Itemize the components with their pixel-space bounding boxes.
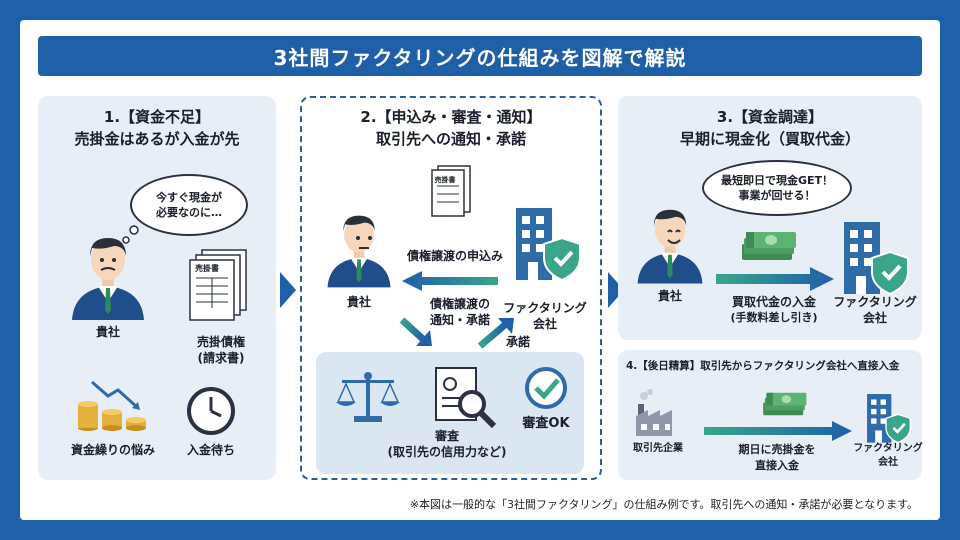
invoice-label-line2: (請求書) <box>197 351 245 365</box>
footnote: ※本図は一般的な「3社間ファクタリング」の仕組み例です。取引先への通知・承諾が必… <box>409 498 918 511</box>
bubble-text: 今すぐ現金が 必要なのに… <box>156 191 222 219</box>
review-ok-label: 審査OK <box>522 416 570 431</box>
bubble-text-happy: 最短即日で現金GET！ 事業が回せる！ <box>720 174 834 202</box>
panel-funding-shortage: 1.【資金不足】 売掛金はあるが入金が先 今すぐ現金が 必要なのに… 貴社 売掛… <box>38 96 276 480</box>
check-badge-icon <box>525 367 567 409</box>
document-search-icon <box>435 367 497 429</box>
payment-label-line2: (手数料差し引き) <box>730 311 818 324</box>
money-stack-icon-2 <box>760 388 808 420</box>
cashflow-label: 資金繰りの悩み <box>70 443 155 457</box>
main-canvas: 3社間ファクタリングの仕組みを図解で解説 1.【資金不足】 売掛金はあるが入金が… <box>20 20 940 520</box>
direct-payment-label: 期日に売掛金を 直接入金 <box>722 442 832 474</box>
clock-label: 入金待ち <box>186 443 235 457</box>
person-worried-icon <box>68 230 148 320</box>
person-label-company-2: 貴社 <box>346 295 371 309</box>
invoice-label-line1: 売掛債権 <box>196 335 245 349</box>
arrow-direct-payment <box>704 421 852 441</box>
panel1-heading-line2: 売掛金はあるが入金が先 <box>74 130 240 148</box>
factoring-label-3: ファクタリング 会社 <box>850 442 926 470</box>
factoring-label-2: ファクタリング 会社 <box>828 294 922 326</box>
factoring-label-line2: 会社 <box>532 317 557 331</box>
person-company-icon <box>324 208 394 288</box>
direct-payment-label-line1: 期日に売掛金を <box>738 443 816 456</box>
factoring-label-3-line1: ファクタリング <box>853 443 923 454</box>
panel-apply-review-notify: 2.【申込み・審査・通知】 取引先への通知・承諾 売掛書 貴社 債権譲渡の申込み… <box>300 96 602 480</box>
person-label-company: 貴社 <box>95 325 120 339</box>
arrow-notify-label: 債権譲渡の 通知・承諾 <box>418 296 502 328</box>
panel2-heading: 2.【申込み・審査・通知】 取引先への通知・承諾 <box>302 106 600 150</box>
factoring-label-2-line1: ファクタリング <box>833 295 917 309</box>
panel3-heading-line2: 早期に現金化（買取代金） <box>679 130 860 148</box>
building-shield-icon <box>512 202 582 282</box>
invoice-icon <box>189 249 247 321</box>
money-stack-icon <box>738 226 798 266</box>
factoring-label-3-line2: 会社 <box>878 457 898 468</box>
document-icon <box>431 165 471 217</box>
person-happy-icon <box>634 202 706 284</box>
bubble-tail-dots <box>122 225 139 244</box>
review-label: 審査 (取引先の信用力など) <box>372 428 522 460</box>
page-title: 3社間ファクタリングの仕組みを図解で解説 <box>38 36 922 76</box>
invoice-doc-text: 売掛書 <box>195 264 219 273</box>
review-label-line2: (取引先の信用力など) <box>387 445 507 459</box>
speech-bubble-worried: 今すぐ現金が 必要なのに… <box>130 174 248 236</box>
factoring-label-2-line2: 会社 <box>862 311 887 325</box>
panel-funding: 3.【資金調達】 早期に現金化（買取代金） 最短即日で現金GET！ 事業が回せる… <box>618 96 922 340</box>
speech-bubble-happy: 最短即日で現金GET！ 事業が回せる！ <box>702 160 852 216</box>
factoring-label-line1: ファクタリング <box>503 301 587 315</box>
client-label: 取引先企業 <box>633 443 683 454</box>
payment-label-line1: 買取代金の入金 <box>731 295 816 309</box>
panel1-heading-line1: 1.【資金不足】 <box>103 108 211 126</box>
panel-settlement: 4.【後日精算】取引先からファクタリング会社へ直接入金 取引先企業 期日に売掛金… <box>618 350 923 480</box>
approve-label: 承諾 <box>505 335 530 349</box>
invoice-label: 売掛債権 (請求書) <box>176 334 266 366</box>
panel2-heading-line1: 2.【申込み・審査・通知】 <box>360 108 542 126</box>
direct-payment-label-line2: 直接入金 <box>755 459 799 472</box>
panel4-heading: 4.【後日精算】取引先からファクタリング会社へ直接入金 <box>626 360 900 372</box>
panel3-heading-line1: 3.【資金調達】 <box>716 108 824 126</box>
panel2-heading-line2: 取引先への通知・承諾 <box>375 130 526 148</box>
panel3-heading: 3.【資金調達】 早期に現金化（買取代金） <box>618 106 922 150</box>
arrow-notify-label-line1: 債権譲渡の <box>429 297 490 311</box>
step-arrow-1-to-2 <box>280 272 296 308</box>
arrow-apply-label: 債権譲渡の申込み <box>406 249 503 263</box>
coins-chart-icon <box>78 380 146 431</box>
factoring-label: ファクタリング 会社 <box>500 300 590 332</box>
factory-icon <box>636 389 672 436</box>
document-doc-text: 売掛書 <box>434 176 456 184</box>
clock-icon <box>187 387 235 435</box>
arrow-to-review <box>399 317 432 346</box>
arrow-approve <box>477 318 514 349</box>
step-arrow-2-to-3 <box>608 272 624 308</box>
building-shield-icon-3 <box>864 390 912 444</box>
payment-label: 買取代金の入金 (手数料差し引き) <box>714 294 834 326</box>
panel1-heading: 1.【資金不足】 売掛金はあるが入金が先 <box>38 106 276 150</box>
arrow-apply <box>402 271 498 291</box>
person-label-company-3: 貴社 <box>657 289 682 303</box>
scales-icon <box>336 372 400 422</box>
arrow-notify-label-line2: 通知・承諾 <box>429 313 490 327</box>
arrow-payment <box>716 267 834 291</box>
building-shield-icon-2 <box>840 216 910 296</box>
review-label-line1: 審査 <box>434 429 459 443</box>
